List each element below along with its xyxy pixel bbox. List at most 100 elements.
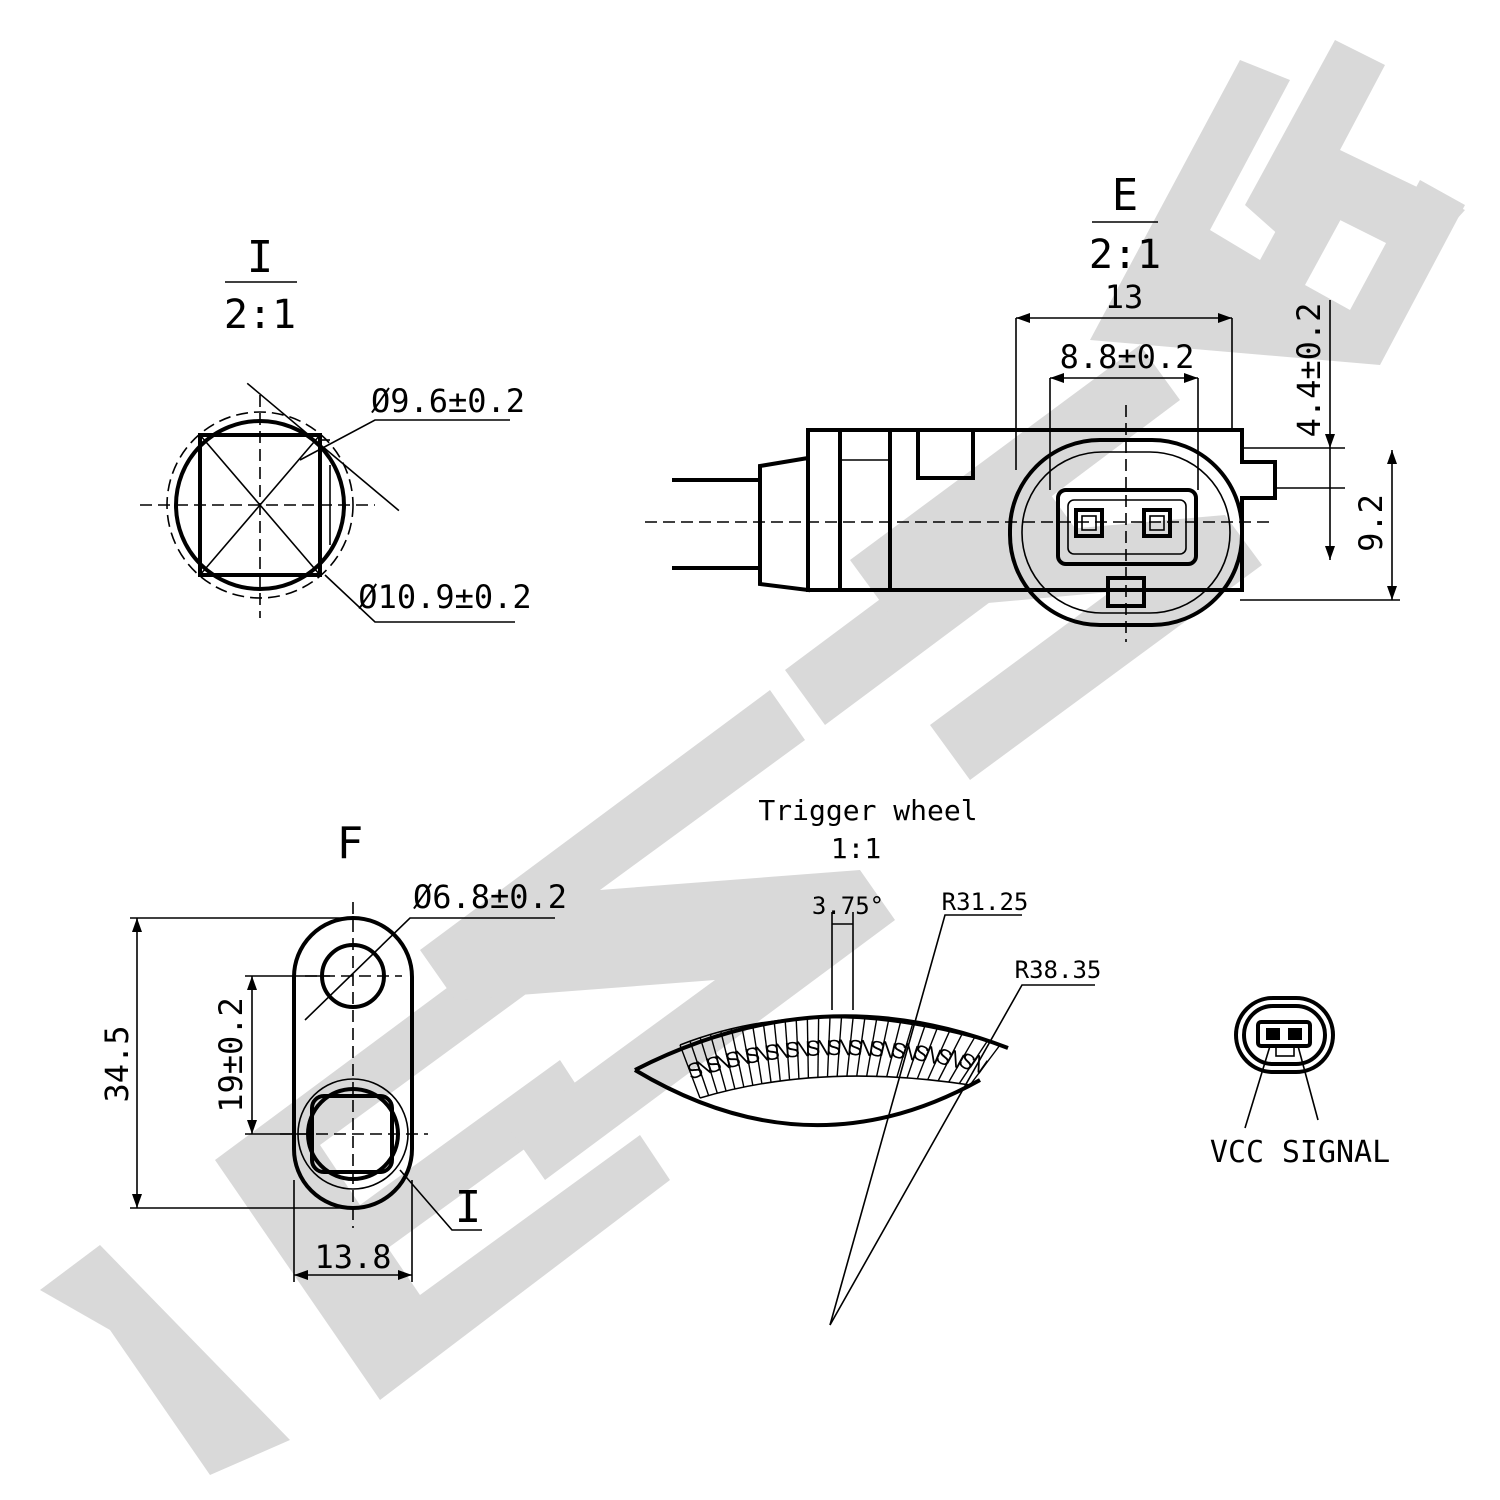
trigger-wheel-pole-label: N xyxy=(773,1038,791,1064)
view-e-dim-pin: 4.4±0.2 xyxy=(1290,303,1328,438)
trigger-wheel-pole-divider xyxy=(927,1031,951,1080)
view-f-dim-spacing: 19±0.2 xyxy=(212,997,250,1113)
watermark-letter-e xyxy=(215,930,670,1400)
view-i: I 2:1 Ø9.6±0.2 Ø10.9±0.2 xyxy=(140,232,532,623)
view-e-arrow-44-b xyxy=(1325,546,1335,560)
view-e-housing xyxy=(806,428,1277,592)
trigger-wheel-pole-divider xyxy=(865,1019,878,1077)
trigger-wheel-pole-label: N xyxy=(856,1035,876,1062)
view-e-arrow-92-t xyxy=(1387,450,1397,464)
view-f-dim-width: 13.8 xyxy=(314,1238,391,1276)
trigger-wheel-pole-divider xyxy=(826,1017,831,1077)
watermark xyxy=(40,40,1465,1475)
trigger-wheel-pole-divider xyxy=(679,1044,701,1099)
view-e-pin-2-core xyxy=(1149,515,1165,531)
trigger-wheel-pole-divider xyxy=(720,1031,736,1090)
trigger-wheel-pole-divider xyxy=(806,1018,810,1078)
pinout-housing-inner xyxy=(1242,1004,1327,1066)
pinout-leader-vcc xyxy=(1244,1045,1271,1129)
view-e-arrow-88-r xyxy=(1184,373,1198,383)
view-f-arrow-345-t xyxy=(132,918,142,932)
trigger-wheel-title: Trigger wheel xyxy=(758,794,977,827)
trigger-wheel-pole-divider xyxy=(958,1040,988,1084)
view-e-pin-cavity xyxy=(1056,488,1198,566)
pinout-pin-2 xyxy=(1288,1028,1302,1040)
trigger-wheel-pole-label: S xyxy=(846,1034,864,1061)
view-f: F 34.5 19±0.2 13.8 Ø6.8±0.2 xyxy=(98,818,567,1282)
view-f-label: F xyxy=(337,818,364,869)
trigger-wheel-pole-divider xyxy=(817,1017,820,1078)
view-i-diagonal-2 xyxy=(199,434,321,576)
view-f-dim-length: 34.5 xyxy=(98,1025,136,1102)
watermark-letter-k xyxy=(1245,40,1465,260)
trigger-wheel-inner-arc xyxy=(633,1068,981,1127)
view-e-scale: 2:1 xyxy=(1089,232,1161,278)
trigger-wheel-pole-label: S xyxy=(867,1035,886,1062)
view-e-arrow-88-l xyxy=(1050,373,1064,383)
trigger-wheel-pole-label: N xyxy=(877,1036,898,1064)
trigger-wheel-pole-label: S xyxy=(806,1036,821,1061)
trigger-wheel-r-inner: R31.25 xyxy=(942,888,1029,916)
trigger-wheel-pole-divider xyxy=(741,1026,754,1086)
view-f-leader-hole xyxy=(304,917,555,1021)
view-f-leader-callout xyxy=(399,1169,482,1231)
trigger-wheel-pole-label: N xyxy=(815,1035,832,1060)
view-e-pin-1-core xyxy=(1081,515,1097,531)
view-e-arrow-13-r xyxy=(1218,313,1232,323)
trigger-wheel-scale: 1:1 xyxy=(831,832,882,865)
pinout-pin-1 xyxy=(1266,1028,1280,1040)
trigger-wheel-pole-label: N xyxy=(836,1034,854,1060)
view-e-dim-width: 13 xyxy=(1105,278,1144,316)
view-e-latch xyxy=(916,428,975,480)
trigger-wheel-pole-label: S xyxy=(743,1042,762,1069)
trigger-wheel-pole-label: N xyxy=(732,1044,753,1072)
trigger-wheel: Trigger wheel 1:1 SNSNSNSNSNSNSNSNSNSNSN… xyxy=(633,794,1101,1326)
trigger-wheel-pole-divider xyxy=(730,1028,745,1088)
pinout-key xyxy=(1275,1045,1295,1057)
trigger-wheel-pole-label: N xyxy=(753,1040,772,1067)
trigger-wheel-pole-divider xyxy=(856,1018,866,1077)
trigger-wheel-pole-band-bottom xyxy=(699,1075,971,1099)
trigger-wheel-pole-divider xyxy=(699,1037,718,1094)
trigger-wheel-pole-divider xyxy=(896,1024,914,1078)
trigger-wheel-pole-label: S xyxy=(703,1050,724,1078)
watermark-letter-n2 xyxy=(850,345,1262,780)
view-f-arrow-19-b xyxy=(247,1120,257,1134)
view-e-label: E xyxy=(1112,170,1139,221)
trigger-wheel-pole-divider xyxy=(784,1019,791,1080)
trigger-wheel-pole-divider xyxy=(937,1034,963,1082)
view-e-dim-height: 9.2 xyxy=(1352,494,1390,552)
trigger-wheel-pole-divider xyxy=(709,1034,727,1092)
pinout-label-vcc: VCC xyxy=(1210,1135,1264,1170)
view-e-arrow-13-l xyxy=(1016,313,1030,323)
view-f-arrow-138-l xyxy=(294,1270,308,1280)
pinout-housing xyxy=(1234,996,1335,1074)
trigger-wheel-pole-divider xyxy=(773,1020,781,1082)
view-e: E 2:1 13 xyxy=(645,170,1400,642)
trigger-wheel-pole-divider xyxy=(886,1022,902,1077)
view-i-scale: 2:1 xyxy=(224,292,296,338)
trigger-wheel-leader-r-inner xyxy=(829,914,1022,1326)
connector-pinout: VCC SIGNAL xyxy=(1210,996,1390,1170)
view-f-arrow-345-b xyxy=(132,1194,142,1208)
view-e-arrow-44-t xyxy=(1325,434,1335,448)
pinout-leader-signal xyxy=(1297,1045,1319,1121)
view-e-pin-cavity-inner xyxy=(1067,499,1187,555)
trigger-wheel-leader-r-outer xyxy=(829,984,1095,1326)
view-e-dim-inner-width: 8.8±0.2 xyxy=(1060,338,1195,376)
trigger-wheel-pole-divider xyxy=(948,1037,976,1083)
trigger-wheel-pole-label: S xyxy=(784,1037,800,1063)
view-e-strain-relief xyxy=(758,455,810,593)
view-e-pin-1 xyxy=(1074,508,1104,538)
trigger-wheel-pole-label: N xyxy=(693,1053,716,1082)
view-f-callout: I xyxy=(455,1182,482,1233)
view-i-leader-inner xyxy=(299,419,510,461)
trigger-wheel-pole-divider xyxy=(689,1040,710,1096)
trigger-wheel-pole-divider xyxy=(762,1022,772,1083)
view-f-arrow-19-t xyxy=(247,976,257,990)
view-i-dim-inner: Ø9.6±0.2 xyxy=(371,382,525,420)
view-f-dim-hole: Ø6.8±0.2 xyxy=(413,878,567,916)
trigger-wheel-pole-label: S xyxy=(763,1039,780,1066)
